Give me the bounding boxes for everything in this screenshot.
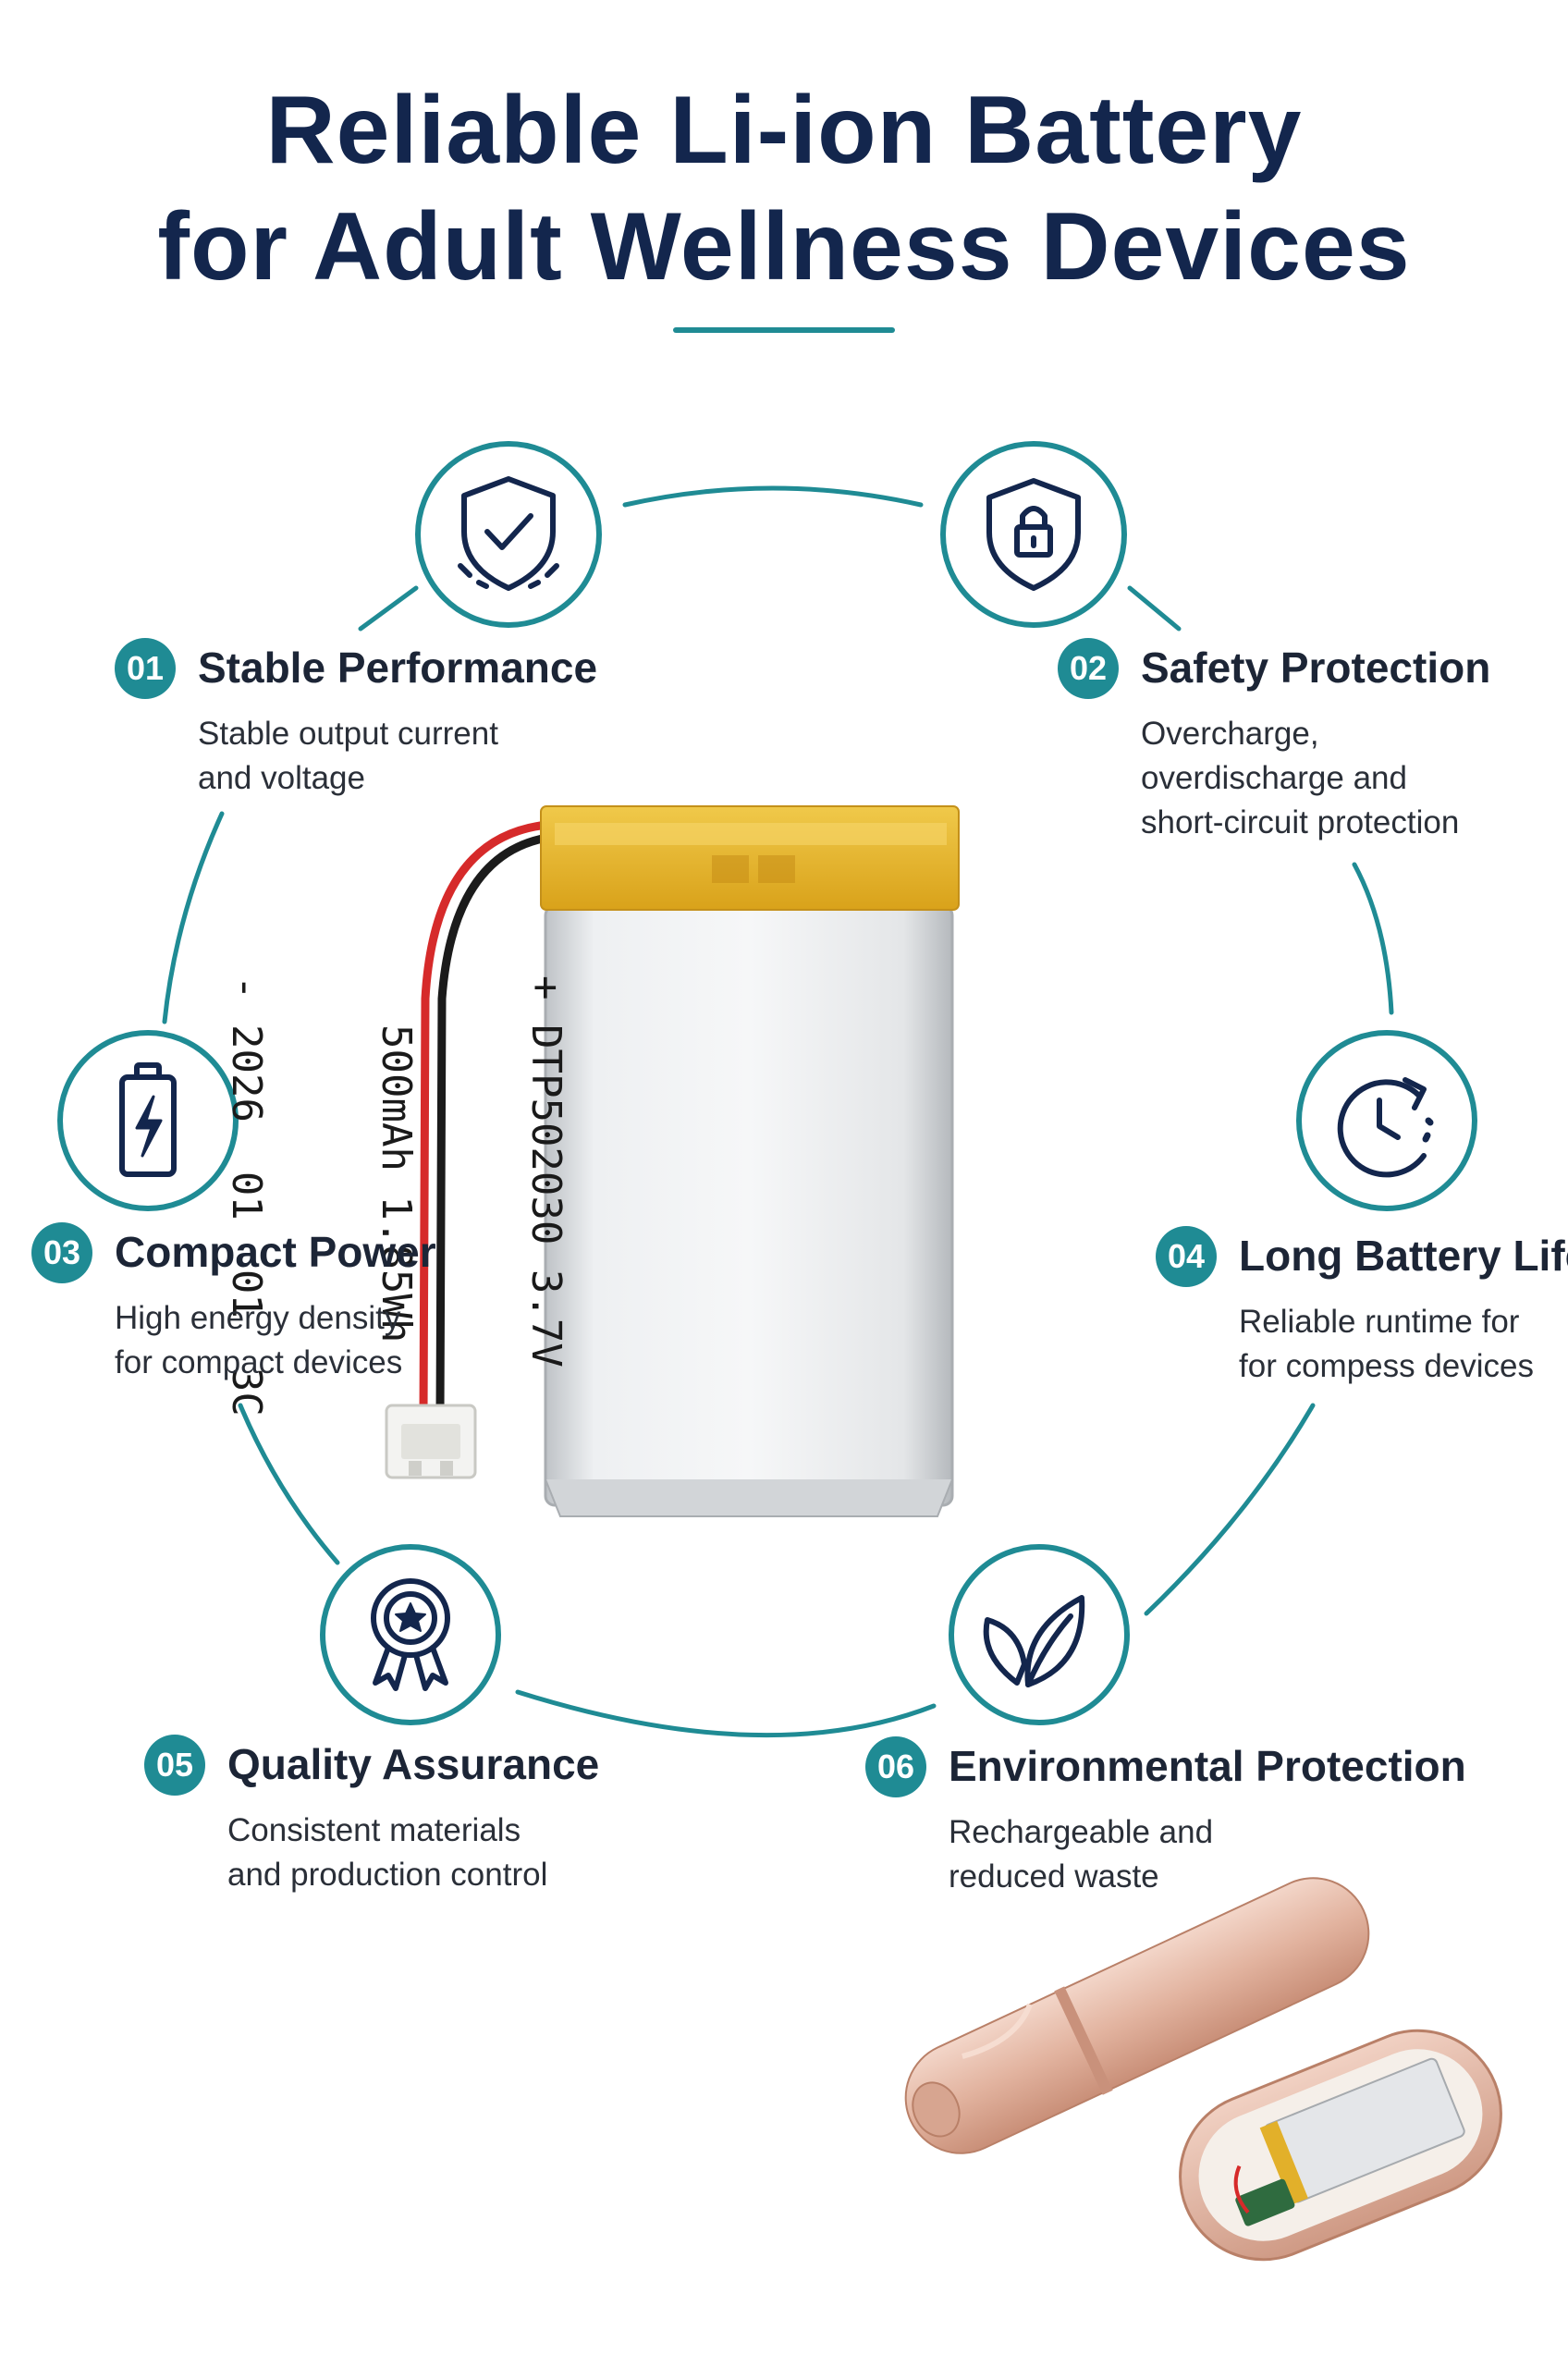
award-badge-icon — [371, 1578, 450, 1691]
feature-description-line: Stable output current — [198, 716, 498, 752]
shield-lock-icon — [986, 478, 1081, 591]
ring-connector-lines — [162, 485, 1394, 1738]
feature-description-line: Rechargeable and — [949, 1814, 1214, 1850]
feature-description-line: Reliable runtime for — [1239, 1304, 1520, 1340]
feature-description: Stable output current and voltage — [198, 712, 623, 801]
shield-check-icon — [458, 476, 559, 591]
title-line-1: Reliable Li-ion Battery — [265, 77, 1303, 184]
feature-number-badge: 05 — [144, 1735, 205, 1796]
feature-description-line: Consistent materials — [227, 1812, 521, 1848]
feature-description: Consistent materials and production cont… — [227, 1809, 653, 1897]
feature-description-line: short-circuit protection — [1141, 804, 1460, 840]
wellness-device-illustration — [904, 1877, 1502, 2262]
leaves-icon — [983, 1595, 1085, 1687]
feature-title: Long Battery Life — [1239, 1232, 1568, 1280]
feature-description-line: for compess devices — [1239, 1348, 1535, 1384]
title-underline — [673, 327, 895, 333]
feature-description: High energy density for compact devices — [115, 1296, 540, 1385]
lipo-battery-cell — [385, 805, 960, 1517]
feature-description-line: High energy density — [115, 1300, 401, 1336]
feature-title: Compact Power — [115, 1228, 436, 1276]
clock-cycle-icon — [1337, 1077, 1434, 1178]
feature-title: Safety Protection — [1141, 644, 1491, 692]
feature-description-line: Overcharge, — [1141, 716, 1319, 752]
feature-number-badge: 06 — [865, 1736, 926, 1797]
feature-description-line: reduced waste — [949, 1858, 1159, 1895]
feature-description: Rechargeable and reduced waste — [949, 1810, 1374, 1899]
feature-number-badge: 02 — [1058, 638, 1119, 699]
feature-title: Quality Assurance — [227, 1740, 600, 1788]
title-line-2: for Adult Wellness Devices — [157, 193, 1411, 300]
feature-number-badge: 04 — [1156, 1226, 1217, 1287]
feature-number-badge: 01 — [115, 638, 176, 699]
feature-description: Reliable runtime for for compess devices — [1239, 1300, 1568, 1389]
feature-number-badge: 03 — [31, 1222, 92, 1283]
feature-description-line: overdischarge and — [1141, 760, 1407, 796]
feature-description-line: and production control — [227, 1857, 548, 1893]
battery-bolt-icon — [119, 1062, 177, 1177]
feature-description-line: for compact devices — [115, 1344, 403, 1380]
feature-description-line: and voltage — [198, 760, 365, 796]
feature-title: Environmental Protection — [949, 1742, 1466, 1790]
feature-description: Overcharge, overdischarge and short-circ… — [1141, 712, 1566, 845]
feature-title: Stable Performance — [198, 644, 598, 692]
page-title: Reliable Li-ion Battery for Adult Wellne… — [0, 72, 1568, 305]
